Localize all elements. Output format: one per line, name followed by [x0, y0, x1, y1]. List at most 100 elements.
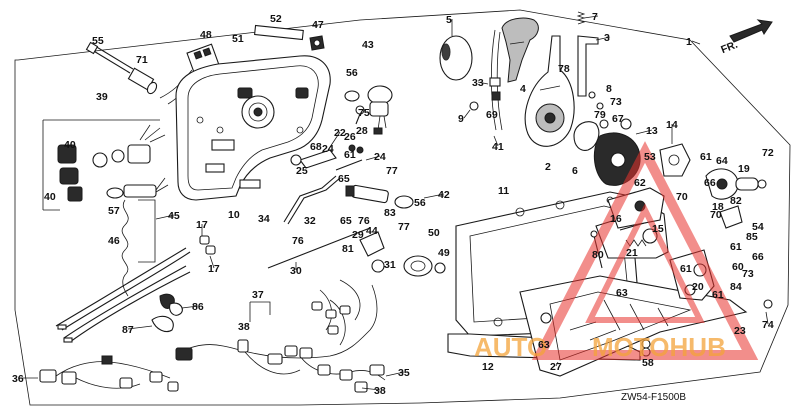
- callout-61: 61: [680, 263, 692, 275]
- callout-24: 24: [322, 143, 334, 155]
- callout-17: 17: [196, 219, 208, 231]
- callout-38: 38: [374, 385, 386, 397]
- watermark-text-right: MOTOHUB: [592, 332, 726, 362]
- callout-74: 74: [762, 319, 774, 331]
- leader-line-13: [635, 129, 653, 135]
- part-49-grommet: [403, 255, 446, 277]
- callout-81: 81: [342, 243, 354, 255]
- callout-43: 43: [362, 39, 374, 51]
- callout-36: 36: [12, 373, 24, 385]
- callout-4: 4: [520, 83, 526, 95]
- leader-line-22: [327, 131, 341, 151]
- part-22-lever: [290, 144, 364, 171]
- leader-line-45: [155, 214, 175, 220]
- part-8-pin: [588, 91, 604, 110]
- leader-line-24: [365, 155, 381, 161]
- callout-56: 56: [414, 197, 426, 209]
- leader-line-35: [385, 371, 405, 377]
- callout-37: 37: [252, 289, 264, 301]
- callout-61: 61: [712, 289, 724, 301]
- part-4-handle: [501, 17, 539, 83]
- callout-2: 2: [545, 161, 551, 173]
- callout-11: 11: [498, 185, 509, 197]
- leader-lines: [18, 15, 769, 391]
- callout-54: 54: [752, 221, 764, 233]
- callout-27: 27: [550, 361, 562, 373]
- leader-line-7: [583, 15, 599, 19]
- callout-25: 25: [296, 165, 308, 177]
- part-74-bolt: [763, 299, 773, 309]
- callout-65: 65: [338, 173, 350, 185]
- part-3-bracket: [577, 35, 599, 97]
- part-30-rod: [267, 227, 371, 269]
- leader-line-17: [209, 255, 215, 269]
- part-57-plug: [106, 177, 169, 199]
- direction-arrow-icon: [729, 19, 773, 43]
- callout-5: 5: [446, 14, 452, 26]
- callout-17: 17: [208, 263, 220, 275]
- callout-61: 61: [730, 241, 742, 253]
- callout-66: 66: [704, 177, 716, 189]
- callout-23: 23: [734, 325, 746, 337]
- part-47-clip: [309, 35, 325, 51]
- callout-59: 59: [0, 0, 12, 2]
- callout-18: 18: [712, 201, 724, 213]
- callout-64: 64: [716, 155, 728, 167]
- watermark-logo: [531, 141, 759, 360]
- direction-label: FR.: [719, 39, 739, 56]
- callout-33: 33: [472, 77, 484, 89]
- callout-82: 82: [730, 195, 742, 207]
- callout-76: 76: [292, 235, 304, 247]
- callout-1: 1: [686, 36, 692, 48]
- leader-line-27: [555, 361, 559, 367]
- callout-6: 6: [572, 165, 578, 177]
- callout-3: 3: [604, 32, 610, 44]
- bracket-45: [138, 199, 156, 263]
- callout-66: 66: [752, 251, 764, 263]
- callout-83: 83: [384, 207, 396, 219]
- part-71-collar: [127, 67, 158, 95]
- callout-61: 61: [700, 151, 712, 163]
- leader-line-42: [423, 193, 445, 199]
- callout-75: 75: [358, 107, 370, 119]
- callout-19: 19: [738, 163, 750, 175]
- callout-24: 24: [374, 151, 386, 163]
- watermark-text-left: AUTO: [474, 332, 547, 362]
- part-44-bracket: [359, 231, 385, 273]
- part-2-lever: [524, 35, 575, 147]
- leader-line-33: [477, 81, 489, 85]
- leader-line-86: [181, 305, 199, 309]
- part-19-cylinder: [735, 177, 767, 191]
- figure-code: ZW54-F1500B: [621, 392, 686, 403]
- callout-58: 58: [642, 357, 654, 369]
- callout-31: 31: [384, 259, 396, 271]
- cables: [55, 247, 191, 343]
- callout-63: 63: [616, 287, 628, 299]
- callout-86: 86: [192, 301, 204, 313]
- part-13-disc: [593, 132, 641, 186]
- callout-41: 41: [492, 141, 504, 153]
- part-32-link: [283, 175, 341, 225]
- callout-32: 32: [304, 215, 316, 227]
- callout-47: 47: [312, 19, 324, 31]
- leader-line-74: [765, 311, 769, 325]
- part-36-harness: [39, 355, 179, 392]
- callout-30: 30: [290, 265, 302, 277]
- callout-38: 38: [238, 321, 250, 333]
- part-7-spring: [576, 11, 586, 25]
- callout-60: 60: [732, 261, 744, 273]
- callout-77: 77: [386, 165, 398, 177]
- callout-52: 52: [270, 13, 282, 25]
- callout-44: 44: [366, 225, 378, 237]
- callout-53: 53: [644, 151, 656, 163]
- callout-28: 28: [356, 125, 368, 137]
- callout-20: 20: [692, 281, 704, 293]
- part-67-washer: [599, 118, 632, 130]
- callout-50: 50: [428, 227, 440, 239]
- callout-55: 55: [92, 35, 104, 47]
- callout-34: 34: [258, 213, 270, 225]
- assembly-boundary: [14, 9, 791, 406]
- leader-line-9: [463, 109, 471, 119]
